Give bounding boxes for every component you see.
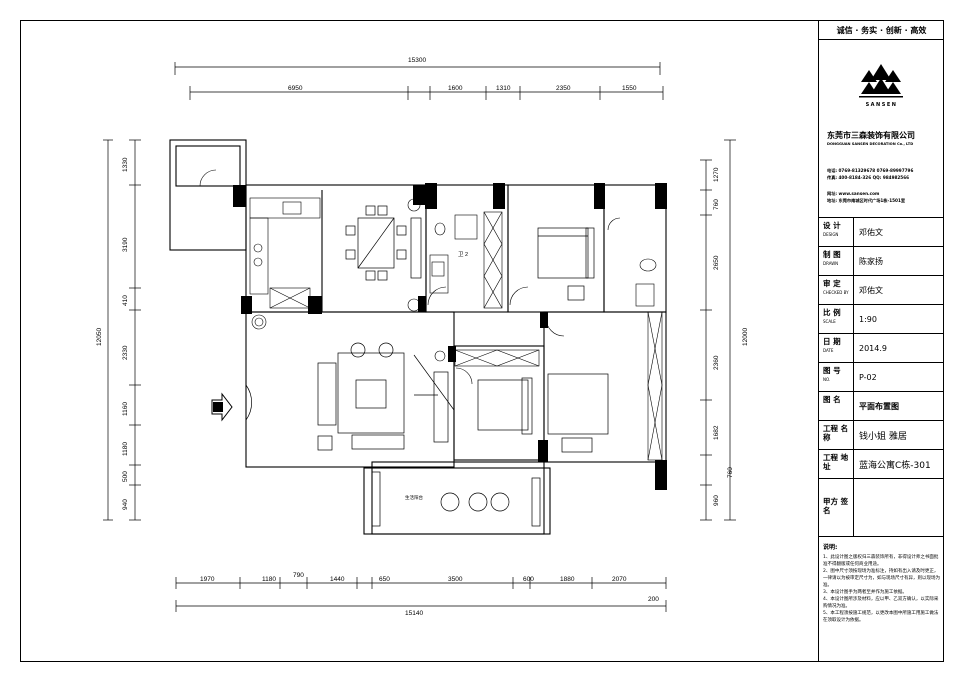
dim-right-6: 960 xyxy=(713,495,720,506)
dim-top-total: 15300 xyxy=(408,57,426,64)
floor-plan: 卫 2 xyxy=(96,57,749,617)
slogan: 诚信 · 务实 · 创新 · 高效 xyxy=(836,26,927,35)
dim-bottom-total: 15140 xyxy=(405,610,423,617)
dim-bottom-2: 790 xyxy=(293,572,304,579)
dim-bottom-3: 1440 xyxy=(330,576,345,583)
dim-bottom-6: 600 xyxy=(523,576,534,583)
dim-left-4: 1160 xyxy=(122,402,129,416)
room-label-balcony: 生活阳台 xyxy=(405,494,423,501)
dim-bottom-4: 650 xyxy=(379,576,390,583)
walls xyxy=(169,139,667,535)
note-1: 1、此设计图之版权归三森装饰所有，非得设计师之书面批准不得翻版或任何商业用途。 xyxy=(823,555,939,567)
note-4: 4、本设计图所涉及材料，应以甲、乙双方确认，以实际采购情况为准。 xyxy=(823,597,939,609)
dim-right-4: 1682 xyxy=(713,425,720,440)
project-value: 钱小姐 雅居 xyxy=(859,431,907,442)
company-row: SANSEN 东莞市三森装饰有限公司 DONGGUAN SANSEN DECOR… xyxy=(819,40,944,218)
date-value: 2014.9 xyxy=(859,343,887,353)
number-value: P-02 xyxy=(859,372,877,382)
drawing-name-value: 平面布置图 xyxy=(859,401,899,411)
dim-left-total: 12050 xyxy=(96,328,103,346)
client-row: 甲方 签名 xyxy=(819,479,944,537)
dim-bottom-1: 1180 xyxy=(262,576,276,583)
dim-top-2: 1310 xyxy=(496,85,511,92)
room-label-wc: 卫 2 xyxy=(458,251,468,258)
kitchen-fixtures xyxy=(249,197,321,309)
drawer-value: 陈家扬 xyxy=(859,256,883,266)
bathroom-2 xyxy=(429,214,478,294)
dim-right-3: 2360 xyxy=(713,355,720,370)
dim-top-0: 6950 xyxy=(288,85,303,92)
note-3: 3、本设计图手为两者至并作为施工依据。 xyxy=(823,590,907,595)
logo-text: SANSEN xyxy=(865,102,898,108)
company-address: 地址: 东莞市南城区时代广场1栋-1501室 xyxy=(827,198,906,203)
title-block: 诚信 · 务实 · 创新 · 高效 SANSEN 东莞市三森装饰有限公司 DON… xyxy=(818,20,944,662)
company-logo-icon xyxy=(859,64,903,98)
scale-value: 1:90 xyxy=(859,314,877,324)
dim-right-5: 760 xyxy=(727,467,734,478)
project-row: 工程 名称 钱小姐 雅居 xyxy=(819,421,944,450)
balcony-furniture xyxy=(371,471,541,527)
drawing-name-row: 图 名 平面布置图 xyxy=(819,392,944,421)
plant-icons xyxy=(251,198,446,362)
dim-left-5: 1180 xyxy=(122,442,129,456)
checker-value: 邓佑文 xyxy=(859,285,883,295)
project-address-row: 工程 地址 蓝海公寓C栋-301 xyxy=(819,450,944,479)
dim-right-2: 2650 xyxy=(713,255,720,270)
dining-table xyxy=(345,205,422,281)
living-room-furniture xyxy=(245,342,455,451)
dim-left-6: 500 xyxy=(122,471,129,482)
company-name-en: DONGGUAN SANSEN DECORATION Co., LTD xyxy=(827,142,914,146)
master-bed xyxy=(537,227,595,301)
second-bed xyxy=(477,373,609,453)
notes: 说明: 1、此设计图之版权归三森装饰所有，非得设计师之书面批准不得翻版或任何商业… xyxy=(823,542,941,624)
wardrobes xyxy=(454,211,663,461)
notes-title: 说明: xyxy=(823,544,838,551)
note-2: 2、图中尺寸须按现场为准标注，持如有出入请及时更正，一律请以为被审定尺寸为，如与… xyxy=(823,569,940,588)
dim-left-1: 3190 xyxy=(122,237,129,252)
note-5: 5、本工程须按施工规范，以更改本图中所施工用施工做法在须取设计为依据。 xyxy=(823,611,939,623)
dim-bottom-5: 3500 xyxy=(448,576,463,583)
dim-left-3: 2330 xyxy=(122,345,129,360)
project-address-value: 蓝海公寓C栋-301 xyxy=(859,460,931,471)
structural-columns xyxy=(233,183,667,490)
website: 网址: www.sansen.com xyxy=(827,191,880,196)
dim-bottom-extra: 200 xyxy=(648,596,659,603)
dim-top-1: 1600 xyxy=(448,85,463,92)
dim-left-2: 410 xyxy=(122,295,129,306)
designer-value: 邓佑文 xyxy=(859,227,883,237)
dim-bottom-7: 1880 xyxy=(560,576,575,583)
dim-bottom-8: 2070 xyxy=(612,576,627,583)
dim-bottom-0: 1970 xyxy=(200,576,215,583)
entry-arrow-fill xyxy=(213,402,223,412)
slogan-row: 诚信 · 务实 · 创新 · 高效 xyxy=(819,20,944,40)
dim-left-7: 940 xyxy=(122,499,129,510)
company-name-cn: 东莞市三森装饰有限公司 xyxy=(827,131,915,140)
dim-right-0: 1270 xyxy=(713,167,720,182)
dim-right-1: 760 xyxy=(713,199,720,210)
dim-left-0: 1330 xyxy=(122,157,129,172)
contact-line-1: 电话: 0769-81329678 0769-89997796 xyxy=(827,168,914,173)
dim-right-total: 12000 xyxy=(742,328,749,346)
sheet-border xyxy=(20,20,944,662)
entry-arrow-icon xyxy=(211,392,233,422)
bathroom-1 xyxy=(635,258,657,307)
dim-top-3: 2350 xyxy=(556,85,571,92)
contact-line-2: 传真: 400-8184-326 QQ: 984982566 xyxy=(827,175,910,180)
door-swings xyxy=(199,169,621,385)
dim-top-4: 1550 xyxy=(622,85,637,92)
